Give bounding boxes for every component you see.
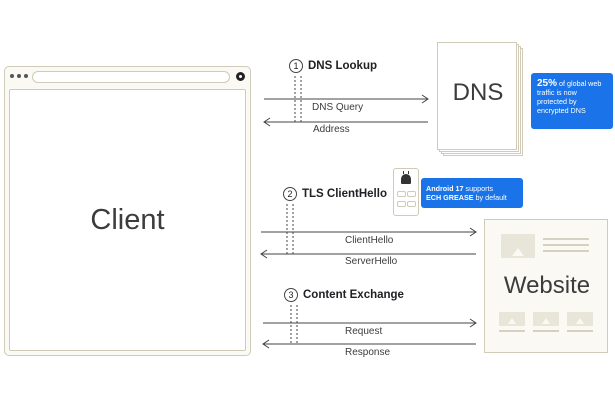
android-phone [393, 168, 419, 216]
profile-icon [236, 72, 245, 81]
image-placeholder-icon [499, 312, 525, 326]
dns-label: DNS [452, 79, 504, 106]
address-bar [32, 71, 230, 83]
callout-highlight-2: ECH GREASE [426, 193, 474, 202]
client-hello-label: ClientHello [345, 235, 394, 246]
server-hello-label: ServerHello [345, 256, 398, 267]
image-placeholder-icon [501, 234, 535, 258]
step-number: 3 [284, 288, 298, 302]
step-title: Content Exchange [303, 289, 404, 301]
client-browser-window: Client [4, 66, 251, 356]
callout-text-2: by default [473, 193, 507, 202]
website-label: Website [503, 272, 591, 299]
step-dns-lookup: 1 DNS Lookup [289, 59, 377, 73]
client-label: Client [90, 203, 165, 236]
dns-query-label: DNS Query [312, 102, 364, 113]
response-label: Response [345, 347, 391, 358]
address-arrowhead [263, 117, 271, 127]
address-label: Address [313, 124, 350, 135]
callout-highlight: Android 17 [426, 184, 464, 193]
request-arrowhead [469, 318, 477, 328]
image-placeholder-icon [533, 312, 559, 326]
callout-text: supports [463, 184, 494, 193]
android-ech-callout: Android 17 supports ECH GREASE by defaul… [421, 178, 523, 208]
step-content-exchange: 3 Content Exchange [284, 288, 404, 302]
browser-dots-icon [10, 74, 28, 78]
step-number: 1 [289, 59, 303, 73]
browser-toolbar [5, 67, 250, 87]
website-server: Website [484, 219, 608, 353]
response-arrowhead [262, 339, 270, 349]
client-hello-arrowhead [469, 227, 477, 237]
android-robot-icon [401, 171, 411, 184]
image-placeholder-icon [567, 312, 593, 326]
step-title: TLS ClientHello [302, 188, 387, 200]
server-hello-arrowhead [260, 249, 268, 259]
browser-viewport: Client [9, 89, 246, 351]
dns-query-arrowhead [421, 94, 429, 104]
step-title: DNS Lookup [308, 60, 377, 72]
step-number: 2 [283, 187, 297, 201]
callout-highlight: 25% [537, 78, 558, 89]
request-label: Request [345, 326, 383, 337]
callout-text: of global web traffic is now protected b… [537, 79, 602, 115]
step-tls-clienthello: 2 TLS ClientHello [283, 187, 387, 201]
encrypted-dns-callout: 25% of global web traffic is now protect… [531, 73, 613, 129]
dns-server: DNS [437, 42, 523, 156]
